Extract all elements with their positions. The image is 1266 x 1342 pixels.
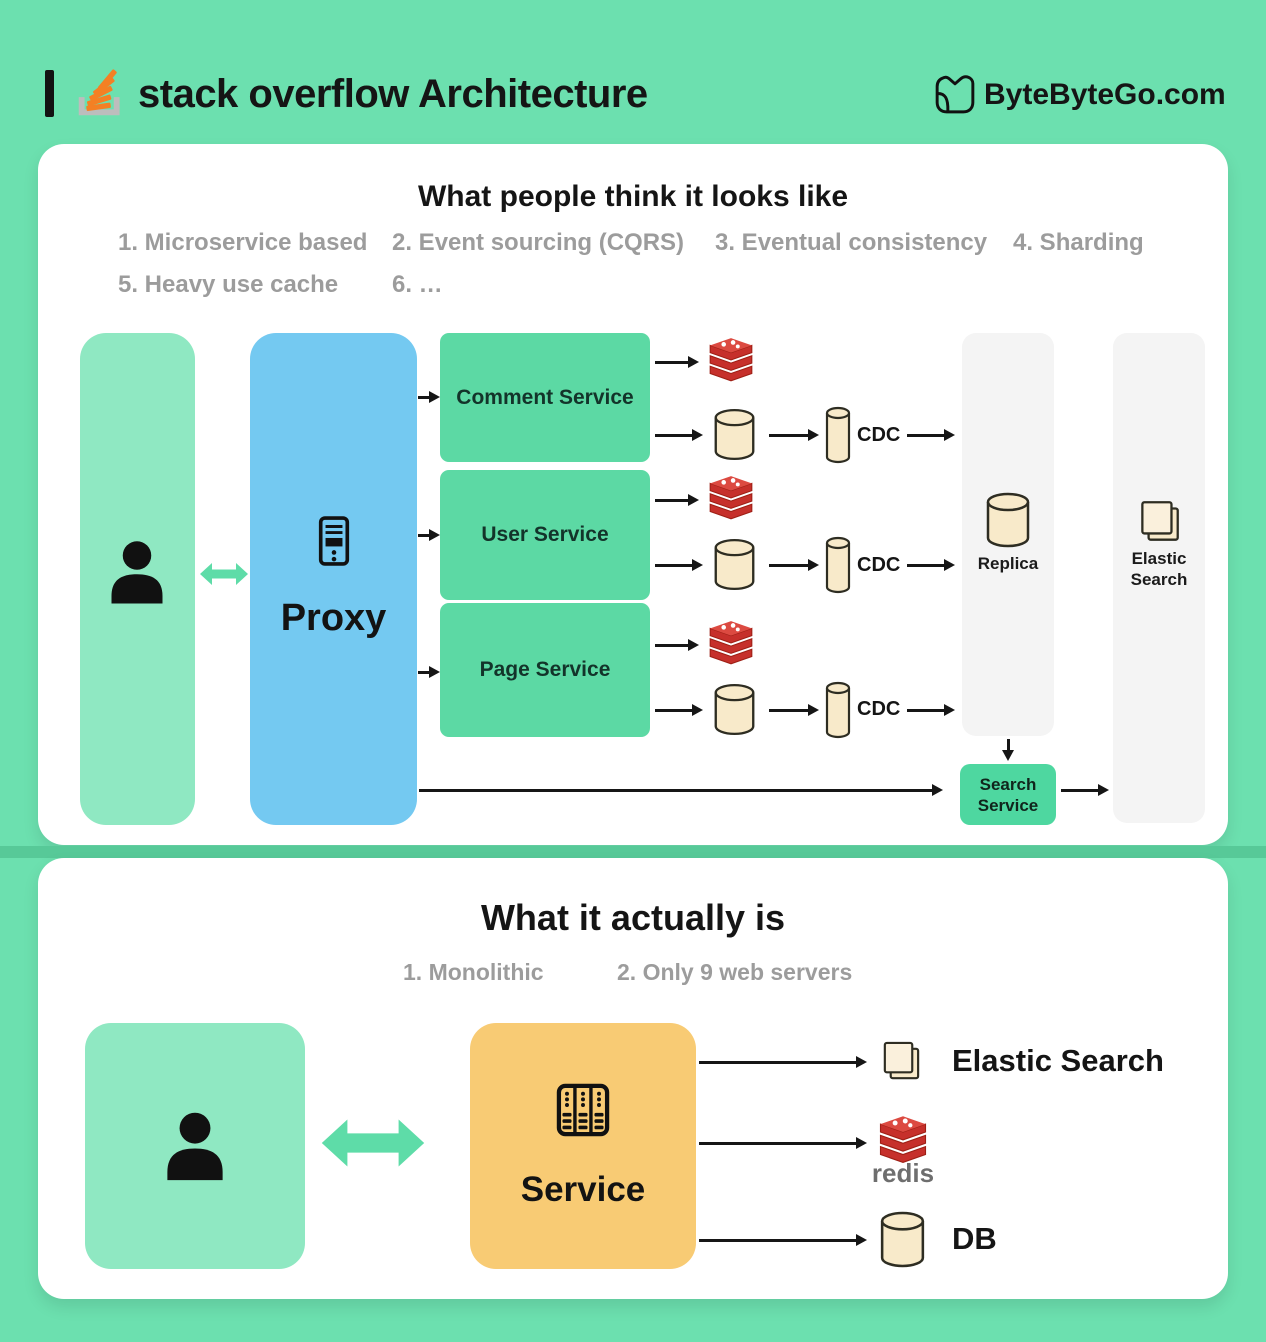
user-icon-bottom (156, 1107, 234, 1185)
bottom-panel-title: What it actually is (480, 897, 786, 938)
arrow-cdc-to-replica-row1 (907, 433, 945, 437)
service-box (470, 1023, 696, 1269)
arrow-comment-to-redis (655, 360, 689, 364)
elastic-search-label-top: Elastic Search (1130, 549, 1188, 589)
user-service-box: User Service (440, 470, 650, 600)
elastic-search-icon-top (1134, 496, 1184, 548)
header-accent-bar (45, 70, 54, 117)
arrow-page-to-db (655, 708, 693, 712)
db-icon-bottom (877, 1211, 928, 1268)
cdc-label-row1: CDC (857, 424, 901, 446)
fact-2: 2. Only 9 web servers (617, 959, 853, 985)
arrow-page-to-redis (655, 643, 689, 647)
arrow-cdc-to-replica-row3 (907, 708, 945, 712)
arrow-user-to-db (655, 563, 693, 567)
assumption-6: 6. … (392, 271, 443, 298)
arrow-db-to-cdc-row3 (769, 708, 809, 712)
redis-icon-row1 (706, 338, 756, 384)
page-service-box: Page Service (440, 603, 650, 737)
panel-divider (0, 846, 1266, 858)
stack-overflow-icon (70, 58, 126, 120)
server-icon (305, 510, 363, 572)
user-icon-top (101, 536, 173, 608)
redis-label: redis (871, 1158, 935, 1188)
bidirectional-arrow-icon-bottom (318, 1111, 428, 1175)
replica-label: Replica (977, 554, 1039, 573)
elastic-search-label-bottom: Elastic Search (952, 1043, 1164, 1078)
page-title: stack overflow Architecture (138, 72, 648, 116)
cdc-label-row3: CDC (857, 698, 901, 720)
comment-service-box: Comment Service (440, 333, 650, 462)
arrow-search-service-to-elastic-search (1061, 788, 1099, 792)
bytebytego-icon (934, 73, 976, 115)
elastic-search-icon-bottom (877, 1037, 924, 1086)
arrow-proxy-to-comment-service (418, 395, 430, 399)
database-icon-row3 (712, 681, 757, 738)
cdc-label-row2: CDC (857, 554, 901, 576)
arrow-comment-to-db (655, 433, 693, 437)
arrow-proxy-to-page-service (418, 670, 430, 674)
proxy-box (250, 333, 417, 825)
arrow-proxy-to-user-service (418, 533, 430, 537)
brand-name: ByteByteGo.com (984, 78, 1226, 111)
proxy-label: Proxy (280, 597, 387, 639)
arrow-service-to-redis (699, 1141, 857, 1145)
service-label: Service (520, 1170, 646, 1209)
arrow-user-to-redis (655, 498, 689, 502)
search-service-box: Search Service (960, 764, 1056, 825)
cdc-cylinder-icon-row1 (825, 406, 851, 464)
fact-1: 1. Monolithic (403, 959, 544, 985)
bidirectional-arrow-icon-top (199, 557, 249, 591)
redis-icon-row3 (706, 621, 756, 667)
server-rack-icon (549, 1076, 617, 1144)
assumption-1: 1. Microservice based (118, 229, 368, 256)
arrow-db-to-cdc-row1 (769, 433, 809, 437)
arrow-cdc-to-replica-row2 (907, 563, 945, 567)
arrow-replica-to-search-service (1006, 739, 1010, 751)
arrow-service-to-elastic-search (699, 1060, 857, 1064)
elastic-search-column (1113, 333, 1205, 823)
cdc-cylinder-icon-row2 (825, 536, 851, 594)
redis-icon-row2 (706, 476, 756, 522)
assumption-4: 4. Sharding (1013, 229, 1144, 256)
assumption-5: 5. Heavy use cache (118, 271, 339, 298)
db-label: DB (952, 1221, 997, 1256)
assumption-2: 2. Event sourcing (CQRS) (392, 229, 685, 256)
page-service-label: Page Service (479, 658, 611, 681)
arrow-db-to-cdc-row2 (769, 563, 809, 567)
user-service-label: User Service (481, 523, 609, 546)
cdc-cylinder-icon-row3 (825, 681, 851, 739)
assumption-3: 3. Eventual consistency (715, 229, 988, 256)
database-icon-row1 (712, 406, 757, 463)
database-icon-row2 (712, 536, 757, 593)
top-panel-title: What people think it looks like (417, 180, 849, 213)
user-box-bottom (85, 1023, 305, 1269)
replica-database-icon (981, 492, 1035, 548)
arrow-proxy-to-search-service (419, 788, 933, 792)
arrow-service-to-db (699, 1238, 857, 1242)
search-service-label: Search Service (977, 774, 1039, 815)
comment-service-label: Comment Service (456, 385, 634, 409)
